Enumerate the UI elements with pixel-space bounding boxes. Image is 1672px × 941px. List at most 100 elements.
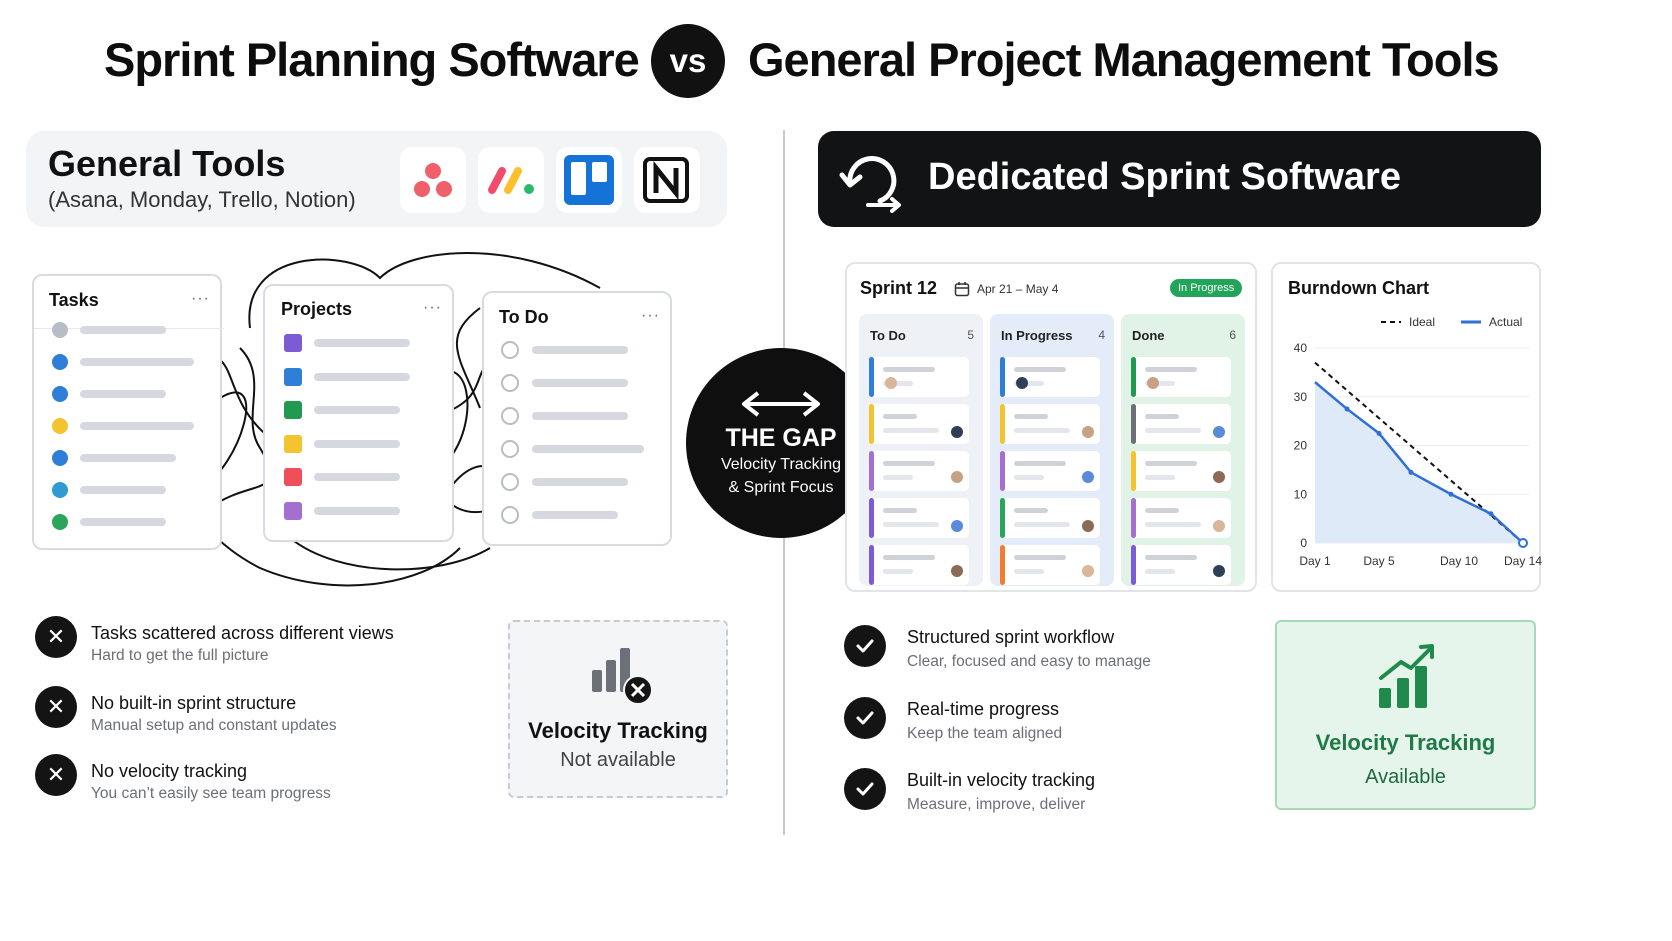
todo-row-bar: [532, 511, 618, 519]
task-bar: [1014, 414, 1048, 419]
sprint-task-card[interactable]: [869, 357, 969, 397]
task-bar: [1145, 428, 1201, 433]
task-bar: [1145, 381, 1175, 386]
calendar-icon: [954, 282, 970, 297]
todo-row-bar: [532, 478, 628, 486]
assignee-avatar: [1082, 520, 1094, 532]
sprint-task-card[interactable]: [869, 451, 969, 491]
task-status-dot: [52, 418, 68, 434]
double-arrow-icon: [742, 390, 820, 417]
sprint-task-card[interactable]: [1000, 451, 1100, 491]
task-bar: [1145, 555, 1197, 560]
task-color-edge: [869, 498, 874, 538]
task-bar: [883, 461, 935, 466]
actual-point: [1376, 430, 1382, 436]
general-tools-title: General Tools: [48, 143, 286, 184]
sprint-task-card[interactable]: [869, 545, 969, 585]
task-color-edge: [1000, 451, 1005, 491]
task-bar: [1145, 475, 1175, 480]
task-bar: [883, 475, 913, 480]
project-color-square: [284, 367, 302, 386]
general-tools-card: General Tools (Asana, Monday, Trello, No…: [26, 131, 727, 227]
y-tick-label: 10: [1294, 487, 1308, 501]
project-color-square: [284, 334, 302, 352]
task-bar: [1145, 522, 1201, 527]
project-row-bar: [314, 372, 410, 381]
todo-row-bar: [532, 379, 628, 387]
sprint-task-card[interactable]: [1000, 498, 1100, 538]
gap-line-1: Velocity Tracking: [720, 455, 842, 473]
task-bar: [883, 522, 939, 527]
todo-checkbox[interactable]: [501, 506, 519, 524]
tasks-panel-menu[interactable]: ···: [191, 290, 210, 307]
problem-subtitle: Hard to get the full picture: [91, 647, 269, 664]
task-bar: [1145, 461, 1197, 466]
task-row-bar: [80, 422, 194, 430]
velocity-available-box: Velocity Tracking Available: [1275, 620, 1536, 810]
assignee-avatar: [1082, 471, 1094, 483]
assignee-avatar: [885, 377, 897, 389]
task-bar: [883, 508, 917, 513]
task-bar: [1014, 522, 1070, 527]
sprint-task-card[interactable]: [1000, 545, 1100, 585]
sprint-task-card[interactable]: [1131, 498, 1231, 538]
sprint-column-label: Done: [1132, 328, 1165, 343]
actual-end-point: [1518, 538, 1528, 548]
actual-point: [1408, 469, 1414, 475]
dedicated-title: Dedicated Sprint Software: [928, 156, 1401, 198]
project-row-bar: [314, 339, 410, 347]
x-icon: ✕: [35, 754, 77, 796]
sprint-dates: Apr 21 – May 4: [977, 282, 1059, 296]
sprint-column-count: 4: [1098, 328, 1105, 342]
benefit-subtitle: Keep the team aligned: [907, 725, 1063, 742]
x-icon: ✕: [35, 616, 77, 658]
todo-checkbox[interactable]: [501, 407, 519, 425]
sprint-task-card[interactable]: [1131, 451, 1231, 491]
sprint-task-card[interactable]: [1000, 357, 1100, 397]
todo-checkbox[interactable]: [501, 341, 519, 359]
y-tick-label: 40: [1294, 341, 1308, 355]
todo-panel-menu[interactable]: ···: [641, 307, 660, 324]
projects-panel-menu[interactable]: ···: [423, 299, 442, 316]
todo-checkbox[interactable]: [501, 473, 519, 491]
assignee-avatar: [1082, 426, 1094, 438]
problem-title: No built-in sprint structure: [91, 693, 297, 713]
task-color-edge: [1000, 498, 1005, 538]
task-bar: [1014, 475, 1044, 480]
problem-title: Tasks scattered across different views: [91, 623, 394, 643]
assignee-avatar: [951, 565, 963, 577]
sprint-task-card[interactable]: [1131, 545, 1231, 585]
benefit-subtitle: Measure, improve, deliver: [907, 796, 1086, 813]
benefit-title: Real-time progress: [907, 699, 1060, 719]
right-title: General Project Management Tools: [748, 33, 1500, 86]
task-bar: [1014, 381, 1044, 386]
velocity-unavailable-status: Not available: [560, 749, 676, 771]
task-row-bar: [80, 390, 166, 398]
sprint-task-card[interactable]: [1131, 404, 1231, 444]
sprint-task-card[interactable]: [1131, 357, 1231, 397]
problem-subtitle: You can’t easily see team progress: [91, 785, 331, 802]
actual-point: [1448, 491, 1454, 497]
task-color-edge: [869, 357, 874, 397]
assignee-avatar: [951, 520, 963, 532]
todo-checkbox[interactable]: [501, 374, 519, 392]
sprint-task-card[interactable]: [869, 498, 969, 538]
task-bar: [1014, 367, 1066, 372]
sprint-task-card[interactable]: [869, 404, 969, 444]
check-icon: [844, 625, 886, 667]
todo-panel: To Do ···: [482, 291, 672, 546]
project-row-bar: [314, 473, 400, 481]
legend-actual-label: Actual: [1489, 315, 1522, 329]
sprint-task-card[interactable]: [1000, 404, 1100, 444]
project-row-bar: [314, 406, 400, 414]
sprint-status-badge: In Progress: [1170, 279, 1243, 297]
task-bar: [1145, 367, 1197, 372]
task-bar: [1014, 569, 1044, 574]
benefit-title: Structured sprint workflow: [907, 627, 1115, 647]
x-tick-label: Day 1: [1299, 554, 1331, 568]
problem-title: No velocity tracking: [91, 761, 248, 781]
todo-row-bar: [532, 412, 628, 420]
todo-checkbox[interactable]: [501, 440, 519, 458]
